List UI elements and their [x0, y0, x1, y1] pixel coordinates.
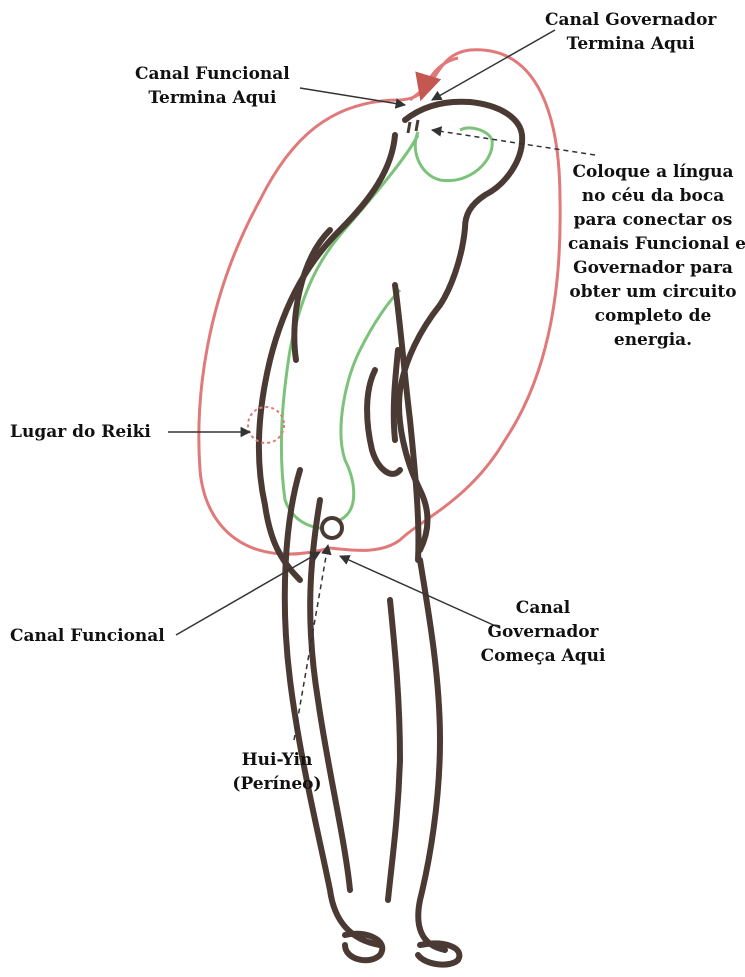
- tongue-note-line8: energia.: [568, 328, 738, 352]
- tongue-note-line7: completo de: [568, 304, 738, 328]
- tongue-note-line5: Governador para: [568, 256, 738, 280]
- label-functional-ends-line1: Canal Funcional: [135, 62, 290, 86]
- tongue-note-line1: Coloque a língua: [568, 160, 738, 184]
- label-tongue-note: Coloque a língua no céu da boca para con…: [568, 160, 738, 352]
- functional-channel-line: [281, 128, 492, 528]
- label-hui-yin-line2: (Períneo): [222, 772, 332, 796]
- label-governor-starts-line2: Governador: [478, 620, 608, 644]
- perineum-circle-icon: [322, 518, 342, 538]
- governor-channel-loop: [199, 50, 560, 554]
- body-outline: [259, 102, 522, 965]
- label-governor-starts-line3: Começa Aqui: [478, 644, 608, 668]
- label-functional-ends: Canal Funcional Termina Aqui: [135, 62, 290, 110]
- leader-functional-channel: [176, 552, 320, 635]
- label-reiki-place-text: Lugar do Reiki: [10, 420, 151, 444]
- label-functional-channel-text: Canal Funcional: [10, 624, 165, 648]
- label-functional-ends-line2: Termina Aqui: [135, 86, 290, 110]
- label-governor-ends: Canal Governador Termina Aqui: [545, 8, 716, 56]
- leader-tongue-note: [432, 130, 595, 155]
- label-functional-channel: Canal Funcional: [10, 624, 165, 648]
- tongue-note-line2: no céu da boca: [568, 184, 738, 208]
- label-governor-starts: Canal Governador Começa Aqui: [478, 596, 608, 668]
- leader-functional-ends: [300, 88, 405, 105]
- reiki-place-marker: [248, 407, 284, 443]
- label-governor-ends-line1: Canal Governador: [545, 8, 716, 32]
- tongue-note-line3: para conectar os: [568, 208, 738, 232]
- label-hui-yin-line1: Hui-Yin: [222, 748, 332, 772]
- governor-channel-top-arrow: [422, 58, 458, 96]
- label-reiki-place: Lugar do Reiki: [10, 420, 151, 444]
- tongue-note-line6: obter um circuito: [568, 280, 738, 304]
- tongue-note-line4: canais Funcional e: [568, 232, 738, 256]
- leader-governor-ends: [432, 30, 555, 100]
- label-hui-yin: Hui-Yin (Períneo): [222, 748, 332, 796]
- label-governor-ends-line2: Termina Aqui: [545, 32, 716, 56]
- head-marks: [408, 120, 418, 133]
- label-governor-starts-line1: Canal: [478, 596, 608, 620]
